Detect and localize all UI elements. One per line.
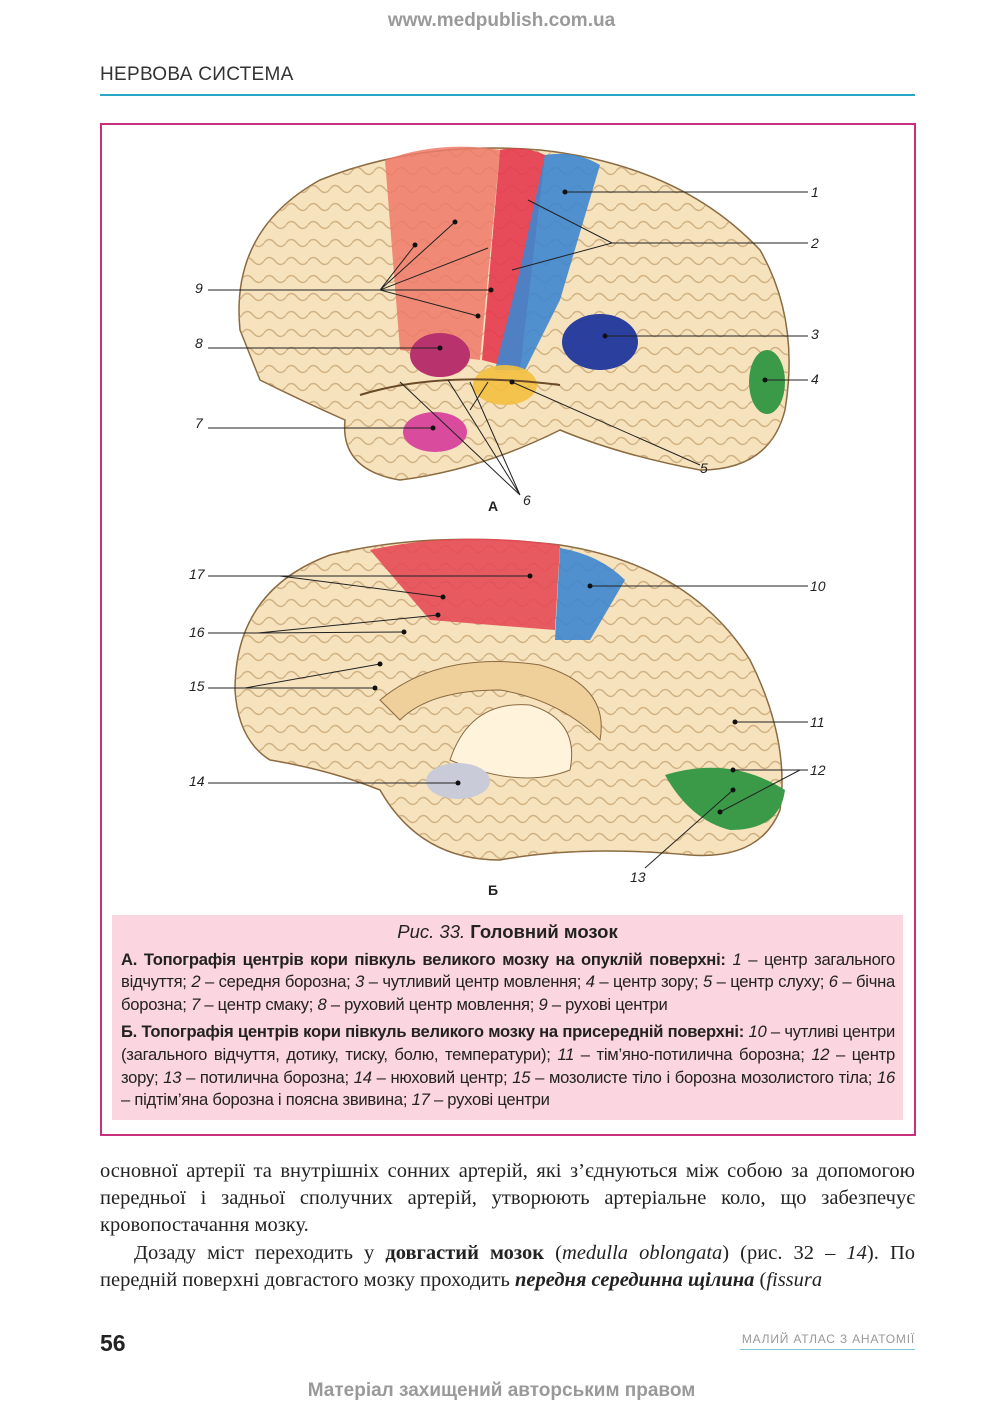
figure-frame <box>100 123 916 1136</box>
caption-item-text: – центр слуху; <box>711 972 829 992</box>
caption-item-number: 5 <box>702 972 712 992</box>
label-12: 12 <box>810 762 826 778</box>
caption-b: Б. Топографія центрів кори півкуль велик… <box>121 1021 895 1111</box>
page-number: 56 <box>100 1330 126 1356</box>
caption-item-number: 4 <box>585 972 595 992</box>
caption-item-number: 14 <box>353 1067 372 1087</box>
caption-item-text: – чутливі центри (загального відчуття, д… <box>121 1022 895 1064</box>
header-rule <box>100 94 915 96</box>
brain-lateral-view <box>238 146 790 481</box>
caption-item-number: 1 <box>732 949 742 969</box>
label-10: 10 <box>810 578 826 594</box>
caption-item-text: – бічна борозна; <box>121 972 895 1014</box>
caption-item-number: 11 <box>557 1044 575 1064</box>
caption-item-number: 12 <box>811 1044 830 1064</box>
watermark-url: www.medpublish.com.ua <box>387 10 616 31</box>
caption-item-text: – центр зору; <box>121 1044 895 1087</box>
caption-item-number: 6 <box>828 972 838 992</box>
label-13: 13 <box>630 869 646 885</box>
label-11: 11 <box>810 714 825 730</box>
caption-item-text: – середня борозна; <box>200 972 356 992</box>
label-4: 4 <box>811 371 819 387</box>
caption-item-number: 8 <box>317 994 327 1014</box>
caption-item-number: 15 <box>512 1067 531 1087</box>
panel-a-label: А <box>488 498 498 514</box>
caption-a-heading: А. Топографія центрів кори півкуль велик… <box>121 949 726 969</box>
label-17: 17 <box>189 566 206 582</box>
caption-item-number: 10 <box>748 1022 767 1042</box>
caption-item-number: 16 <box>877 1067 895 1087</box>
caption-item-text: – підтім’яна борозна і поясна звивина; <box>121 1090 412 1110</box>
figure-caption: Рис. 33. Головний мозок А. Топографія це… <box>112 915 903 1120</box>
label-7: 7 <box>195 415 204 431</box>
caption-item-text: – руховий центр мовлення; <box>326 994 539 1014</box>
caption-item-text: – нюховий центр; <box>371 1067 513 1087</box>
caption-item-number: 2 <box>191 972 201 992</box>
caption-item-number: 3 <box>355 972 365 992</box>
book-title: МАЛИЙ АТЛАС З АНАТОМІЇ <box>740 1332 915 1350</box>
paragraph-2: Дозаду міст переходить у довгастий мозок… <box>100 1241 916 1291</box>
caption-item-text: – центр смаку; <box>199 994 318 1014</box>
caption-item-text: – потилична борозна; <box>181 1067 354 1087</box>
caption-item-text: – чутливий центр мовлення; <box>364 972 586 992</box>
label-8: 8 <box>195 335 203 351</box>
caption-item-text: – мозолисте тіло і борозна мозолистого т… <box>530 1067 878 1087</box>
body-text: основної артерії та внутрішніх сонних ар… <box>100 1158 915 1294</box>
caption-a: А. Топографія центрів кори півкуль велик… <box>121 949 895 1017</box>
paragraph-1: основної артерії та внутрішніх сонних ар… <box>100 1160 915 1237</box>
section-title: НЕРВОВА СИСТЕМА <box>100 64 294 85</box>
leader-lines-b <box>208 575 808 869</box>
caption-item-number: 9 <box>538 994 548 1014</box>
brain-medial-view <box>234 538 785 861</box>
label-6: 6 <box>523 492 531 508</box>
caption-item-text: – рухові центри <box>547 994 668 1014</box>
label-15: 15 <box>189 678 205 694</box>
label-3: 3 <box>811 326 819 342</box>
label-2: 2 <box>810 235 819 251</box>
caption-b-heading: Б. Топографія центрів кори півкуль велик… <box>121 1022 745 1042</box>
caption-item-number: 7 <box>190 994 200 1014</box>
caption-item-text: – центр загального відчуття; <box>121 949 895 992</box>
label-14: 14 <box>189 773 205 789</box>
label-1: 1 <box>811 184 819 200</box>
caption-number: Рис. 33. <box>397 921 466 942</box>
leader-lines-a <box>208 191 808 496</box>
copyright-notice: Матеріал захищений авторським правом <box>307 1380 696 1401</box>
caption-item-text: – тім’яно-потилична борозна; <box>574 1044 812 1064</box>
label-9: 9 <box>195 280 203 296</box>
label-5: 5 <box>700 460 708 476</box>
label-16: 16 <box>189 624 205 640</box>
caption-item-text: – центр зору; <box>594 972 703 992</box>
caption-item-text: – рухові центри <box>429 1090 550 1110</box>
panel-b-label: Б <box>488 882 498 898</box>
caption-title: Головний мозок <box>470 921 618 942</box>
caption-item-number: 17 <box>411 1090 430 1110</box>
caption-item-number: 13 <box>163 1067 182 1087</box>
